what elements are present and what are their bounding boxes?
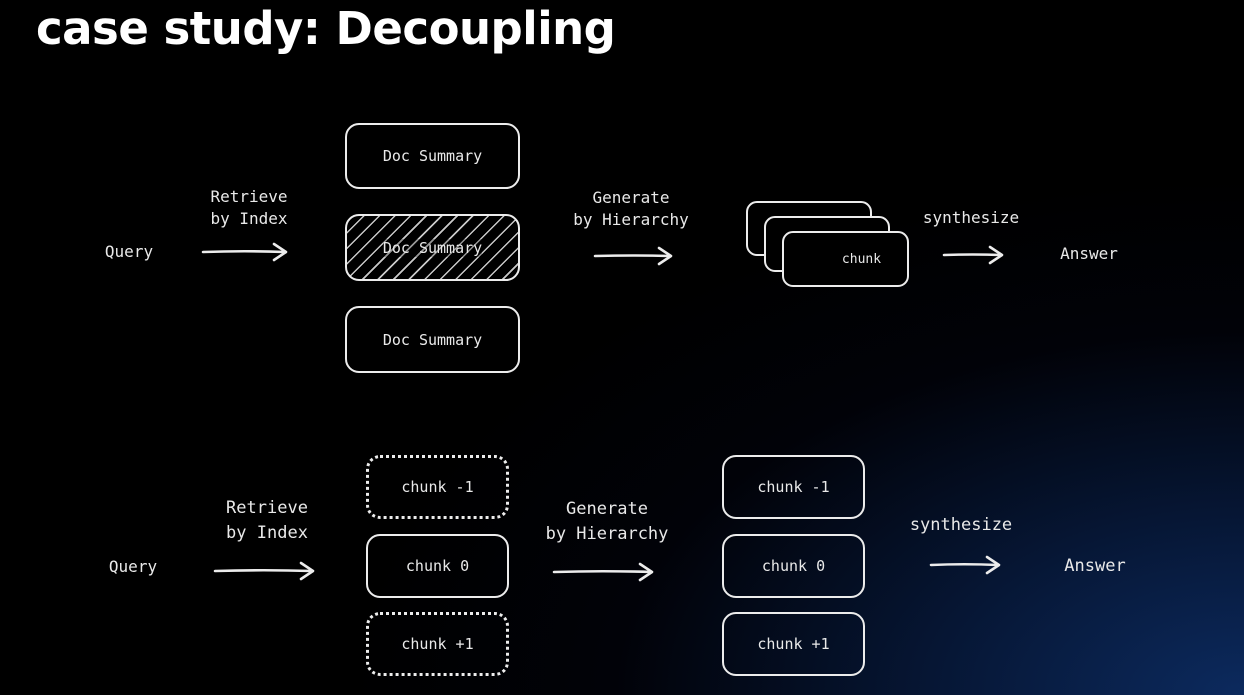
top-query-label: Query bbox=[104, 242, 154, 261]
retrieved-chunk-label-plus-1: chunk +1 bbox=[401, 635, 474, 653]
top-generate-line-2: by Hierarchy bbox=[573, 210, 689, 229]
top-retrieve-line-1: Retrieve bbox=[210, 187, 288, 206]
generated-chunk-box-minus-1: chunk -1 bbox=[722, 455, 865, 519]
bottom-generate-arrow bbox=[552, 562, 654, 582]
bottom-synthesize-arrow bbox=[929, 555, 1001, 575]
top-synthesize-arrow bbox=[942, 245, 1004, 265]
top-generate-label: Generate by Hierarchy bbox=[573, 187, 689, 231]
bottom-retrieve-label: Retrieve by Index bbox=[226, 496, 308, 546]
generated-chunk-label-minus-1: chunk -1 bbox=[757, 478, 830, 496]
top-answer-label: Answer bbox=[1060, 244, 1118, 263]
top-retrieve-line-2: by Index bbox=[210, 209, 288, 228]
doc-summary-label-2: Doc Summary bbox=[382, 238, 483, 257]
generated-chunk-box-0: chunk 0 bbox=[722, 534, 865, 598]
chunk-stack-label-3: chunk bbox=[841, 251, 882, 267]
bottom-generate-label: Generate by Hierarchy bbox=[546, 497, 669, 547]
retrieved-chunk-label-0: chunk 0 bbox=[405, 557, 470, 575]
doc-summary-label-1: Doc Summary bbox=[382, 147, 483, 165]
bottom-answer-label: Answer bbox=[1064, 556, 1126, 576]
bottom-retrieve-line-1: Retrieve bbox=[226, 498, 308, 518]
chunk-stack-card-3: chunk bbox=[782, 231, 909, 287]
bottom-generate-line-2: by Hierarchy bbox=[545, 524, 669, 544]
top-generate-arrow bbox=[593, 246, 673, 266]
doc-summary-box-selected: Doc Summary bbox=[345, 214, 520, 281]
top-synthesize-label: synthesize bbox=[922, 208, 1020, 227]
generated-chunk-label-plus-1: chunk +1 bbox=[757, 635, 830, 653]
bottom-synthesize-label: synthesize bbox=[909, 515, 1013, 535]
doc-summary-box-1: Doc Summary bbox=[345, 123, 520, 189]
retrieved-chunk-box-minus-1: chunk -1 bbox=[366, 455, 509, 519]
retrieved-chunk-box-plus-1: chunk +1 bbox=[366, 612, 509, 676]
top-retrieve-arrow bbox=[201, 242, 288, 262]
doc-summary-label-3: Doc Summary bbox=[382, 330, 483, 349]
generated-chunk-box-plus-1: chunk +1 bbox=[722, 612, 865, 676]
bottom-generate-line-1: Generate bbox=[566, 499, 648, 519]
retrieved-chunk-label-minus-1: chunk -1 bbox=[401, 478, 474, 496]
bottom-retrieve-line-2: by Index bbox=[226, 523, 308, 543]
top-retrieve-label: Retrieve by Index bbox=[210, 186, 287, 230]
retrieved-chunk-box-0: chunk 0 bbox=[366, 534, 509, 598]
generated-chunk-label-0: chunk 0 bbox=[761, 557, 826, 575]
doc-summary-box-3: Doc Summary bbox=[345, 306, 520, 373]
bottom-query-label: Query bbox=[108, 557, 158, 576]
bottom-retrieve-arrow bbox=[213, 561, 315, 581]
slide-title: case study: Decoupling bbox=[36, 2, 616, 55]
top-generate-line-1: Generate bbox=[592, 188, 670, 207]
